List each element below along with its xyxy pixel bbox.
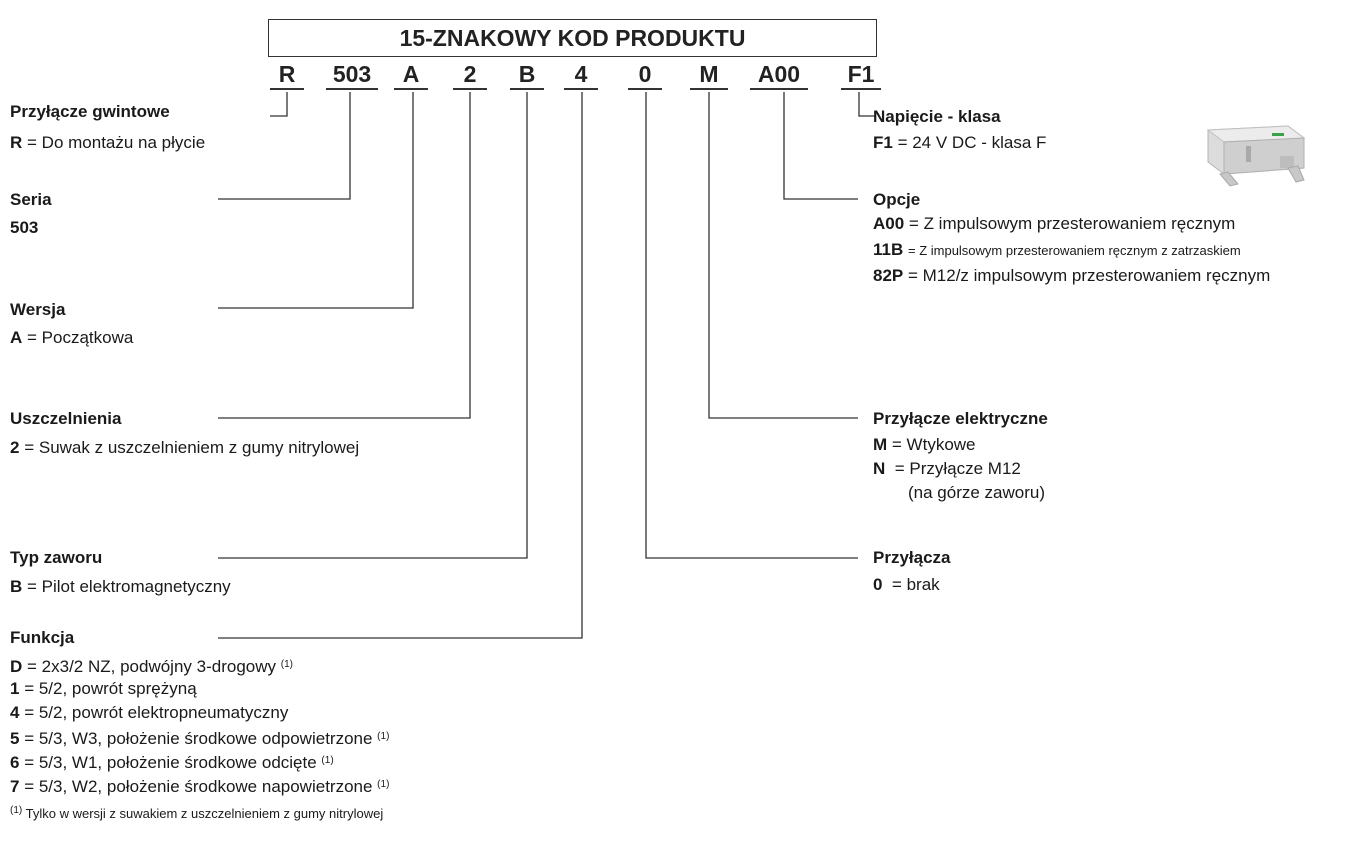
electrical-heading: Przyłącze elektryczne <box>873 409 1048 428</box>
code-char-b: B <box>518 61 536 87</box>
function-item-d: D = 2x3/2 NZ, podwójny 3-drogowy (1) <box>10 657 293 676</box>
voltage-heading: Napięcie - klasa <box>873 107 1001 126</box>
options-item-a00: A00 = Z impulsowym przesterowaniem ręczn… <box>873 214 1236 233</box>
connector-function <box>218 92 583 639</box>
underline-4 <box>564 88 598 90</box>
electrical-item-n-subtext: (na górze zaworu) <box>908 483 1046 502</box>
function-heading: Funkcja <box>10 628 75 647</box>
connector-series <box>218 92 351 200</box>
code-char-m: M <box>699 61 719 87</box>
options-heading: Opcje <box>873 190 921 209</box>
code-char-r: R <box>278 61 296 87</box>
valve-type-item-b: B = Pilot elektromagnetyczny <box>10 577 231 596</box>
function-item-4: 4 = 5/2, powrót elektropneumatyczny <box>10 703 289 722</box>
function-item-7: 7 = 5/3, W2, położenie środkowe napowiet… <box>10 777 390 796</box>
connector-thread <box>270 92 288 117</box>
connector-version <box>218 92 414 309</box>
connector-seals <box>218 92 471 419</box>
connector-electrical <box>708 92 858 419</box>
version-item-a: A = Początkowa <box>10 328 134 347</box>
ports-item-0: 0 = brak <box>873 575 940 594</box>
function-item-1: 1 = 5/2, powrót sprężyną <box>10 679 197 698</box>
code-char-a: A <box>402 61 420 87</box>
product-code-title: 15-ZNAKOWY KOD PRODUKTU <box>268 19 877 57</box>
underline-0 <box>628 88 662 90</box>
electrical-item-n: N = Przyłącze M12 <box>873 459 1021 478</box>
code-char-f1: F1 <box>847 61 875 87</box>
connector-options <box>783 92 858 200</box>
function-item-6: 6 = 5/3, W1, położenie środkowe odcięte … <box>10 753 334 772</box>
electrical-item-m: M = Wtykowe <box>873 435 976 454</box>
connector-voltage <box>858 92 876 117</box>
thread-heading: Przyłącze gwintowe <box>10 102 170 121</box>
series-value: 503 <box>10 218 39 237</box>
underline-2 <box>453 88 487 90</box>
underline-m <box>690 88 728 90</box>
code-char-2: 2 <box>463 61 477 87</box>
seals-heading: Uszczelnienia <box>10 409 122 428</box>
underline-f1 <box>841 88 881 90</box>
valve-type-heading: Typ zaworu <box>10 548 103 567</box>
version-heading: Wersja <box>10 300 66 319</box>
code-char-0: 0 <box>638 61 652 87</box>
code-char-4: 4 <box>574 61 588 87</box>
options-item-11b: 11B = Z impulsowym przesterowaniem ręczn… <box>873 240 1241 259</box>
underline-b <box>510 88 544 90</box>
underline-503 <box>326 88 378 90</box>
voltage-item-f1: F1 = 24 V DC - klasa F <box>873 133 1047 152</box>
function-footnote: (1) Tylko w wersji z suwakiem z uszczeln… <box>10 805 384 821</box>
thread-item-r: R = Do montażu na płycie <box>10 133 206 152</box>
underline-a00 <box>750 88 808 90</box>
underline-a <box>394 88 428 90</box>
code-char-503: 503 <box>332 61 372 87</box>
connector-ports <box>645 92 858 559</box>
code-char-a00: A00 <box>757 61 801 87</box>
seals-item-2: 2 = Suwak z uszczelnieniem z gumy nitryl… <box>10 438 360 457</box>
options-item-82p: 82P = M12/z impulsowym przesterowaniem r… <box>873 266 1271 285</box>
function-item-5: 5 = 5/3, W3, położenie środkowe odpowiet… <box>10 729 390 748</box>
underline-r <box>270 88 304 90</box>
valve-product-image <box>1206 125 1306 187</box>
ports-heading: Przyłącza <box>873 548 951 567</box>
connector-valve-type <box>218 92 528 559</box>
series-heading: Seria <box>10 190 52 209</box>
